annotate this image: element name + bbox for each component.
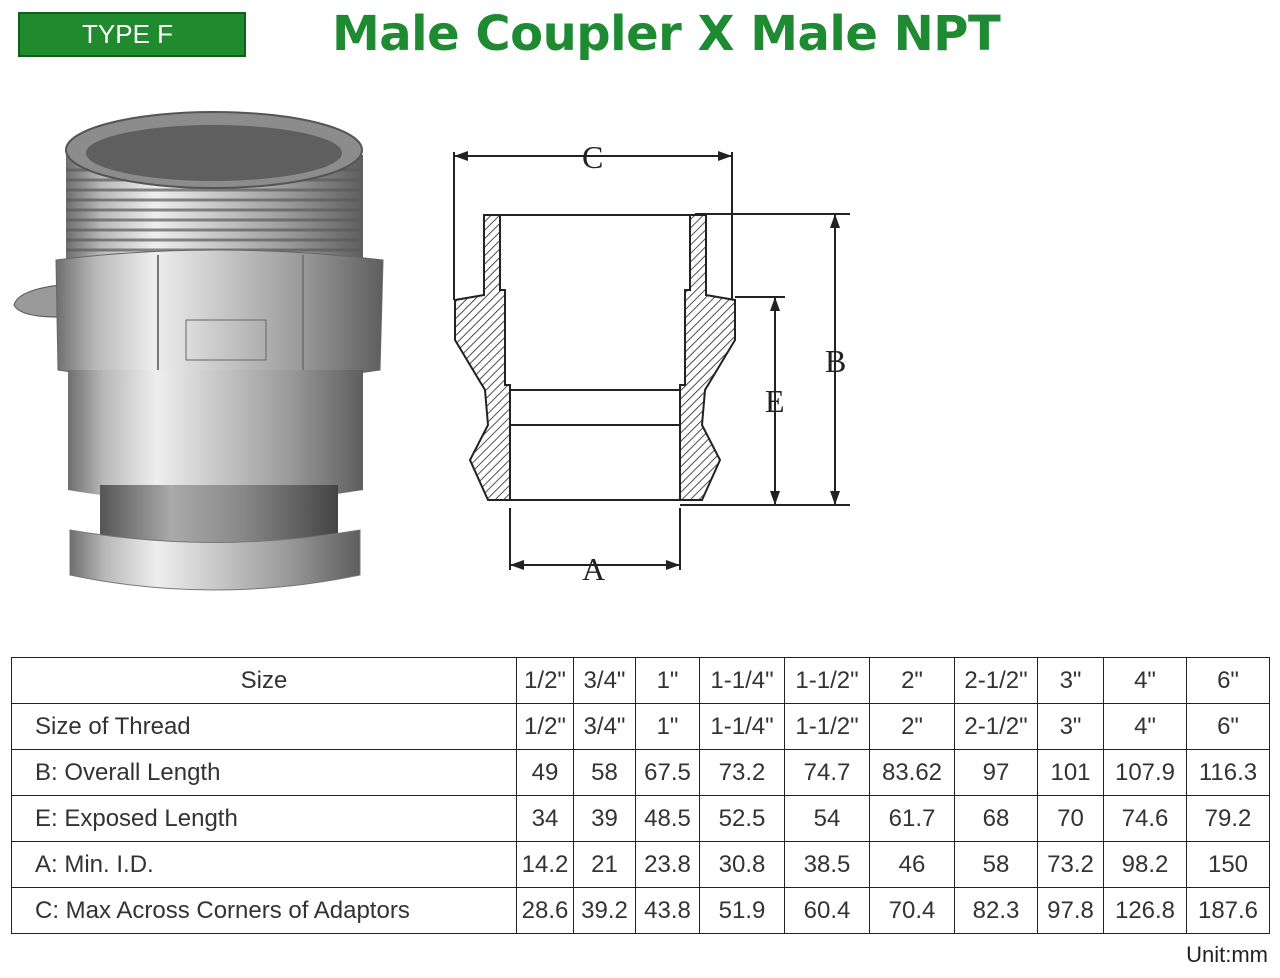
table-cell: 98.2 <box>1103 841 1187 888</box>
table-cell: 28.6 <box>516 887 574 934</box>
dim-label-b: B <box>825 343 846 379</box>
table-cell: 60.4 <box>784 887 870 934</box>
table-cell: 107.9 <box>1103 749 1187 796</box>
table-cell: 23.8 <box>635 841 700 888</box>
row-label: Size of Thread <box>11 703 517 750</box>
row-label: C: Max Across Corners of Adaptors <box>11 887 517 934</box>
unit-note: Unit:mm <box>1186 942 1268 967</box>
table-cell: 1-1/2" <box>784 657 870 704</box>
table-cell: 101 <box>1037 749 1104 796</box>
table-cell: 3" <box>1037 703 1104 750</box>
table-cell: 97 <box>954 749 1038 796</box>
table-cell: 2" <box>869 703 955 750</box>
table-cell: 74.7 <box>784 749 870 796</box>
table-cell: 52.5 <box>699 795 785 842</box>
table-cell: 1" <box>635 703 700 750</box>
type-badge: TYPE F <box>18 12 246 57</box>
table-cell: 14.2 <box>516 841 574 888</box>
table-cell: 48.5 <box>635 795 700 842</box>
table-cell: 3" <box>1037 657 1104 704</box>
table-cell: 54 <box>784 795 870 842</box>
table-cell: 2-1/2" <box>954 657 1038 704</box>
table-cell: 34 <box>516 795 574 842</box>
table-cell: 82.3 <box>954 887 1038 934</box>
table-cell: 49 <box>516 749 574 796</box>
table-cell: 73.2 <box>699 749 785 796</box>
table-cell: 116.3 <box>1186 749 1270 796</box>
table-cell: 126.8 <box>1103 887 1187 934</box>
table-cell: 83.62 <box>869 749 955 796</box>
dim-label-e: E <box>765 383 785 419</box>
table-cell: 39 <box>573 795 636 842</box>
page-title: Male Coupler X Male NPT <box>332 6 1001 62</box>
table-cell: 73.2 <box>1037 841 1104 888</box>
dim-label-c: C <box>582 139 603 175</box>
row-label: B: Overall Length <box>11 749 517 796</box>
table-cell: 79.2 <box>1186 795 1270 842</box>
table-cell: 3/4" <box>573 703 636 750</box>
table-cell: 1" <box>635 657 700 704</box>
table-cell: 1-1/2" <box>784 703 870 750</box>
table-cell: 2-1/2" <box>954 703 1038 750</box>
table-cell: 2" <box>869 657 955 704</box>
table-cell: 58 <box>573 749 636 796</box>
table-cell: 1/2" <box>516 703 574 750</box>
row-label: Size <box>11 657 517 704</box>
table-cell: 187.6 <box>1186 887 1270 934</box>
table-cell: 46 <box>869 841 955 888</box>
row-label: E: Exposed Length <box>11 795 517 842</box>
table-cell: 74.6 <box>1103 795 1187 842</box>
table-cell: 30.8 <box>699 841 785 888</box>
table-cell: 1-1/4" <box>699 657 785 704</box>
table-cell: 43.8 <box>635 887 700 934</box>
table-cell: 150 <box>1186 841 1270 888</box>
coupler-photo <box>13 111 384 591</box>
table-cell: 68 <box>954 795 1038 842</box>
table-cell: 6" <box>1186 657 1270 704</box>
table-cell: 4" <box>1103 657 1187 704</box>
dim-label-a: A <box>582 551 605 587</box>
table-cell: 97.8 <box>1037 887 1104 934</box>
table-cell: 6" <box>1186 703 1270 750</box>
table-cell: 61.7 <box>869 795 955 842</box>
table-cell: 67.5 <box>635 749 700 796</box>
cross-section-diagram: C B E A <box>453 139 850 587</box>
table-cell: 70 <box>1037 795 1104 842</box>
table-cell: 1-1/4" <box>699 703 785 750</box>
table-cell: 4" <box>1103 703 1187 750</box>
table-cell: 58 <box>954 841 1038 888</box>
table-cell: 21 <box>573 841 636 888</box>
table-cell: 1/2" <box>516 657 574 704</box>
row-label: A: Min. I.D. <box>11 841 517 888</box>
table-cell: 38.5 <box>784 841 870 888</box>
table-cell: 3/4" <box>573 657 636 704</box>
table-cell: 51.9 <box>699 887 785 934</box>
table-cell: 39.2 <box>573 887 636 934</box>
table-cell: 70.4 <box>869 887 955 934</box>
